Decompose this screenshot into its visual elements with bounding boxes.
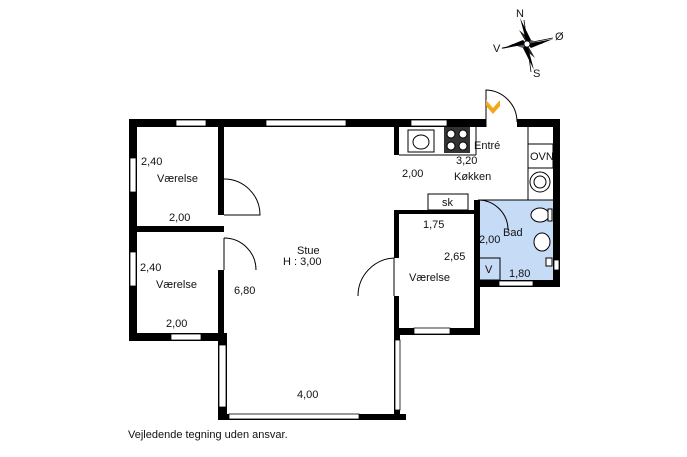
- bedroom-top-name: Værelse: [157, 173, 198, 185]
- window-bedroom-mid: [413, 327, 451, 335]
- window-bath-side: [553, 259, 560, 271]
- wall-bedroom-mid-left-upper: [394, 210, 399, 258]
- door-bath: [477, 199, 509, 231]
- cabinet-label: sk: [442, 197, 454, 209]
- window-living-bottom: [228, 413, 360, 420]
- bath-cabinet-box: [477, 257, 501, 281]
- compass-n: N: [516, 8, 524, 20]
- window-left-1: [129, 157, 137, 193]
- bath-fixtures: [530, 207, 553, 267]
- window-bottom-left: [170, 333, 202, 341]
- washbasin-icon: [533, 232, 551, 252]
- wall-bedroom-mid-left-lower: [394, 296, 399, 332]
- window-living-left: [218, 344, 227, 408]
- doors: [223, 89, 518, 297]
- kitchen-width: 3,20: [456, 155, 477, 167]
- living-name: Stue: [297, 245, 320, 257]
- bedroom-mid-name: Værelse: [409, 272, 450, 284]
- entry-name: Entré: [474, 140, 500, 152]
- bedroom-bottom-name: Værelse: [156, 279, 197, 291]
- toilet-icon: [530, 207, 550, 223]
- kitchen-fixtures: [407, 127, 551, 193]
- interior-lines: [399, 127, 554, 281]
- compass-icon: N S V Ø: [493, 8, 564, 80]
- door-bedroom-top: [223, 178, 261, 216]
- interior-walls: [137, 119, 478, 340]
- compass-s: S: [533, 68, 540, 80]
- shower-icon: [545, 257, 553, 267]
- compass-v: V: [493, 43, 501, 55]
- bedroom-bottom-width: 2,00: [166, 318, 187, 330]
- bath-name: Bad: [503, 227, 523, 239]
- bath-depth: 2,00: [479, 234, 500, 246]
- bedroom-top-width: 2,00: [169, 212, 190, 224]
- fan-icon: [529, 171, 551, 193]
- window-top-1: [175, 119, 207, 127]
- oven-label: OVN: [530, 151, 554, 163]
- cabinet-box: [427, 193, 469, 211]
- living-depth: 6,80: [234, 285, 255, 297]
- wall-kitchen-left: [394, 127, 399, 155]
- kitchen-name: Køkken: [454, 171, 491, 183]
- bedroom-bottom-area: 2,40: [140, 262, 161, 274]
- wall-left: [129, 119, 137, 341]
- window-living-right: [394, 339, 401, 411]
- windows: [129, 119, 560, 420]
- wall-bedroom-top-right: [218, 119, 224, 215]
- living-width: 4,00: [297, 389, 318, 401]
- door-bedroom-mid: [357, 257, 395, 297]
- kitchen-depth: 2,00: [402, 168, 423, 180]
- wall-bedroom-mid-right: [474, 200, 480, 335]
- bedroom-mid-width: 1,75: [423, 219, 444, 231]
- living-height: H : 3,00: [283, 256, 322, 268]
- bath-fixture-label: V: [485, 264, 493, 276]
- bath-width: 1,80: [509, 268, 530, 280]
- entry-arrow-icon: [486, 100, 500, 114]
- door-entry: [485, 89, 518, 127]
- window-top-3: [410, 119, 448, 127]
- window-bath: [498, 280, 534, 287]
- window-left-2: [129, 251, 137, 287]
- compass-o: Ø: [555, 31, 564, 43]
- bedroom-mid-depth: 2,65: [444, 251, 465, 263]
- wall-right: [553, 119, 560, 287]
- wall-top-right: [517, 119, 560, 127]
- window-top-2: [265, 119, 347, 127]
- wall-bedroom-mid-top: [394, 210, 478, 214]
- disclaimer-text: Vejledende tegning uden ansvar.: [128, 429, 288, 441]
- wall-bedroom-bottom-right: [218, 270, 224, 340]
- bedroom-top-area: 2,40: [141, 156, 162, 168]
- wall-bedrooms-divider: [137, 226, 224, 232]
- door-bedroom-bottom: [223, 237, 257, 271]
- oven-box: [527, 143, 554, 169]
